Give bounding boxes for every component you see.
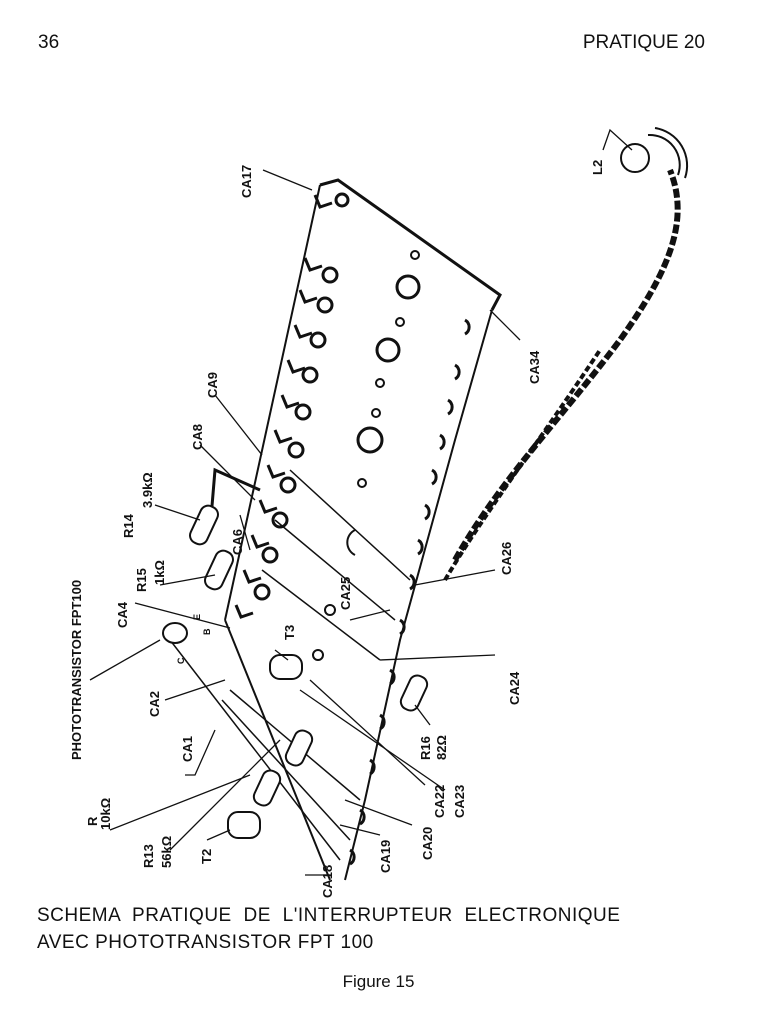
- leader-arrows: [89, 128, 633, 876]
- left-terminal-row: [234, 192, 350, 619]
- label-r15: R15: [134, 568, 149, 592]
- label-r-value: 10kΩ: [98, 798, 113, 830]
- figure-label: Figure 15: [342, 972, 415, 991]
- lamp-cable: [443, 127, 689, 582]
- board-holes: [312, 250, 421, 661]
- page-section-title: PRATIQUE 20: [582, 32, 705, 53]
- label-ca34: CA34: [527, 350, 542, 384]
- label-r14: R14: [121, 513, 136, 538]
- label-r16-value: 82Ω: [434, 735, 449, 760]
- label-ca2: CA2: [147, 691, 162, 717]
- label-ca26: CA26: [499, 542, 514, 575]
- page-number: 36: [38, 32, 60, 53]
- label-ca25: CA25: [338, 577, 353, 610]
- label-r15-value: 1kΩ: [152, 560, 167, 585]
- label-ca20: CA20: [420, 827, 435, 860]
- label-ca1: CA1: [180, 736, 195, 762]
- caption-line-1: SCHEMA PRATIQUE DE L'INTERRUPTEUR ELECTR…: [37, 905, 621, 926]
- label-ca23: CA23: [452, 785, 467, 818]
- label-r14-value: 3.9kΩ: [140, 472, 155, 508]
- label-l2: L2: [590, 160, 605, 175]
- label-phototransistor: PHOTOTRANSISTOR FPT100: [69, 580, 84, 760]
- label-ca22: CA22: [432, 785, 447, 818]
- label-ca8: CA8: [190, 424, 205, 450]
- label-ca24: CA24: [507, 671, 522, 705]
- label-r13: R13: [141, 844, 156, 868]
- label-r16: R16: [418, 736, 433, 760]
- pin-label-b: B: [202, 628, 212, 635]
- label-ca17: CA17: [239, 165, 254, 198]
- circuit-board: [162, 178, 502, 881]
- label-r: R: [85, 816, 100, 826]
- pin-label-e: E: [192, 614, 202, 620]
- label-ca9: CA9: [205, 372, 220, 398]
- label-ca19: CA19: [378, 840, 393, 873]
- right-terminal-row: [349, 318, 471, 866]
- pin-label-c: C: [176, 657, 186, 664]
- label-ca18: CA18: [320, 865, 335, 898]
- label-t2: T2: [199, 849, 214, 864]
- label-r13-value: 56kΩ: [159, 836, 174, 868]
- label-ca4: CA4: [115, 601, 130, 628]
- label-t3: T3: [282, 625, 297, 640]
- caption-line-2: AVEC PHOTOTRANSISTOR FPT 100: [37, 932, 374, 953]
- component-labels: L2 CA17 CA34 CA9 CA8 R14 3.9kΩ CA6 R15 1…: [69, 160, 605, 898]
- label-ca6: CA6: [230, 529, 245, 555]
- components: [162, 504, 429, 839]
